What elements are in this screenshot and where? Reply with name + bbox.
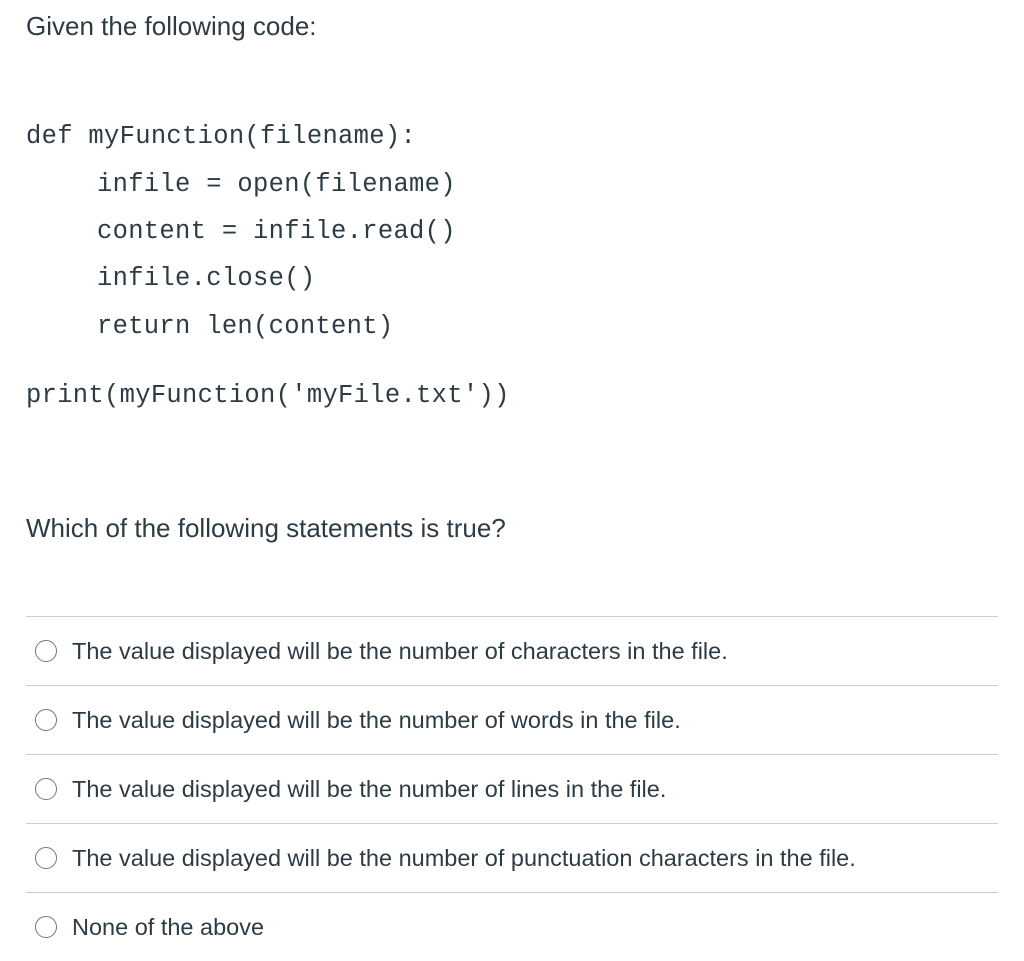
answer-label[interactable]: The value displayed will be the number o… [72,707,681,733]
code-line: return len(content) [97,312,394,341]
radio-button[interactable] [35,709,57,731]
radio-button[interactable] [35,916,57,938]
answer-label[interactable]: The value displayed will be the number o… [72,845,856,871]
radio-button[interactable] [35,778,57,800]
code-line: def myFunction(filename): [26,122,417,151]
answer-list: The value displayed will be the number o… [26,616,998,961]
code-line: content = infile.read() [97,217,456,246]
code-line: infile = open(filename) [97,170,456,199]
code-line: print(myFunction('myFile.txt')) [26,381,510,410]
answer-option[interactable]: None of the above [26,892,998,961]
answer-option[interactable]: The value displayed will be the number o… [26,685,998,754]
radio-button[interactable] [35,640,57,662]
radio-button[interactable] [35,847,57,869]
answer-label[interactable]: The value displayed will be the number o… [72,638,728,664]
code-block: def myFunction(filename): infile = open(… [0,0,1024,460]
answer-option[interactable]: The value displayed will be the number o… [26,754,998,823]
question-text: Which of the following statements is tru… [26,513,506,543]
code-line: infile.close() [97,264,316,293]
answer-option[interactable]: The value displayed will be the number o… [26,616,998,685]
answer-option[interactable]: The value displayed will be the number o… [26,823,998,892]
answer-label[interactable]: None of the above [72,914,265,940]
question-prompt: Given the following code: [26,11,317,41]
answer-label[interactable]: The value displayed will be the number o… [72,776,667,802]
